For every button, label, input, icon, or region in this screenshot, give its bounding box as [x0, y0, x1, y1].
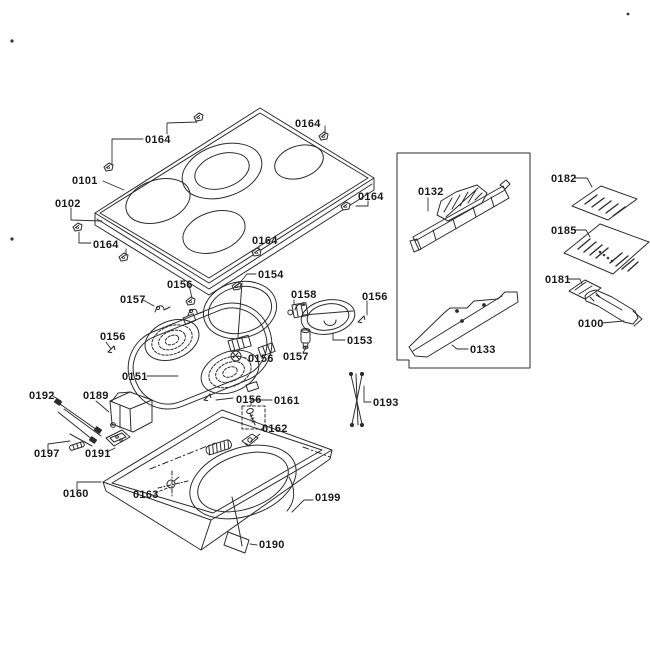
part-label-0161: 0161	[274, 395, 300, 407]
part-label-0156: 0156	[167, 279, 193, 291]
indicator-lamp	[300, 328, 311, 350]
part-label-0160: 0160	[63, 488, 89, 500]
cooktop-glass-panel	[94, 107, 375, 296]
part-label-0163: 0163	[133, 489, 159, 501]
terminal-bracket	[105, 422, 131, 447]
part-label-0164: 0164	[358, 191, 384, 203]
support-panel	[408, 291, 519, 358]
part-label-0164: 0164	[295, 118, 321, 130]
burner-zone-right	[274, 144, 324, 180]
clip-curl-0158	[294, 301, 306, 311]
part-label-0133: 0133	[470, 344, 496, 356]
radiant-element-small	[287, 299, 356, 335]
pan-gasket-ring	[189, 444, 297, 520]
burner-zone-left	[125, 178, 191, 224]
part-label-0197: 0197	[34, 448, 60, 460]
part-label-0162: 0162	[262, 423, 288, 435]
part-label-0151: 0151	[122, 371, 148, 383]
part-label-0164: 0164	[145, 134, 171, 146]
pan-clamp-0163	[157, 470, 189, 497]
sensor-rods	[348, 371, 365, 428]
part-label-0164: 0164	[252, 235, 278, 247]
radiant-element-dual-oval	[127, 302, 276, 410]
glass-scraper	[584, 289, 643, 327]
part-label-0181: 0181	[545, 274, 571, 286]
part-label-0192: 0192	[29, 390, 55, 402]
wiring-harness	[53, 398, 103, 447]
part-label-0101: 0101	[72, 175, 98, 187]
part-label-0153: 0153	[347, 335, 373, 347]
part-label-0156: 0156	[236, 394, 262, 406]
part-label-0156: 0156	[362, 291, 388, 303]
part-label-0164: 0164	[93, 239, 119, 251]
burner-zone-center-dual	[181, 142, 263, 200]
part-label-0193: 0193	[373, 397, 399, 409]
slotted-plate-large	[563, 223, 650, 275]
part-label-0199: 0199	[315, 492, 341, 504]
hatched-tube	[205, 439, 232, 456]
slotted-plate-small	[571, 185, 638, 221]
part-label-0182: 0182	[551, 173, 577, 185]
spring-clips	[107, 296, 366, 402]
part-label-0157: 0157	[120, 294, 146, 306]
part-label-0158: 0158	[291, 289, 317, 301]
spare-parts-box	[396, 152, 531, 369]
burner-zone-bottom	[182, 210, 246, 254]
base-pan	[102, 409, 333, 551]
part-label-0157: 0157	[283, 351, 309, 363]
cable-clamp	[241, 433, 259, 447]
inline-connector	[69, 441, 85, 451]
element-clamp-springs	[154, 305, 204, 316]
part-label-0185: 0185	[551, 225, 577, 237]
part-labels: 0164 0164 0101 0102 0164 0164 0164 0154 …	[29, 118, 604, 551]
clip-bracket	[568, 279, 602, 300]
element-connector	[230, 350, 242, 362]
glass-fixing-clips	[72, 112, 351, 291]
part-label-0154: 0154	[258, 269, 284, 281]
part-label-0132: 0132	[418, 186, 444, 198]
small-plate	[223, 531, 250, 554]
leader-lines	[47, 121, 625, 546]
part-label-0190: 0190	[259, 539, 285, 551]
part-label-0100: 0100	[578, 318, 604, 330]
part-label-0102: 0102	[55, 198, 81, 210]
mounting-box	[109, 391, 153, 433]
scan-speck	[10, 12, 630, 241]
radiant-element-large	[202, 280, 278, 362]
part-label-0189: 0189	[83, 390, 109, 402]
part-label-0156: 0156	[100, 331, 126, 343]
part-label-0156: 0156	[248, 353, 274, 365]
part-label-0191: 0191	[85, 448, 111, 460]
control-module	[409, 179, 511, 253]
